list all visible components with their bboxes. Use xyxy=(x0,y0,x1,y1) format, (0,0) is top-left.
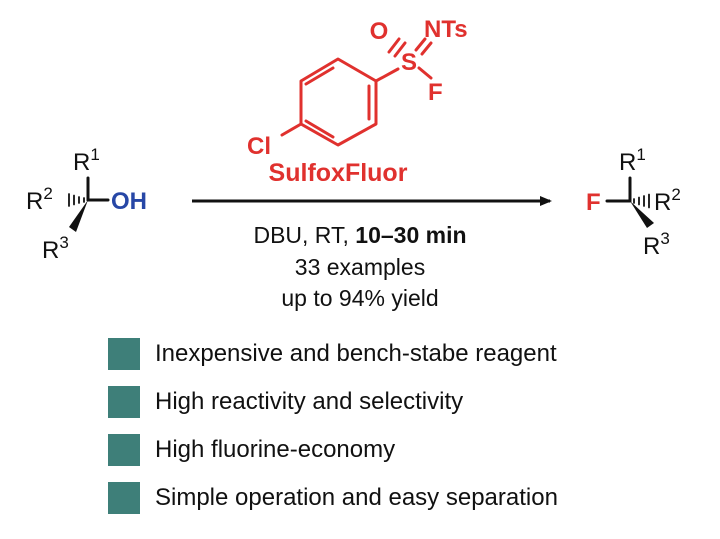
substrate-labels: R1 R2 R3 OH xyxy=(26,145,147,264)
feature-text: High reactivity and selectivity xyxy=(155,388,464,415)
hashed-wedge-bond xyxy=(633,193,650,209)
feature-text: Simple operation and easy separation xyxy=(155,484,558,511)
benzene-ring xyxy=(299,57,378,147)
hashed-wedge-bond xyxy=(68,193,85,207)
sulfur-atom-label: S xyxy=(401,49,417,76)
conditions-line: DBU, RT, 10–30 min xyxy=(253,222,466,248)
reaction-conditions: DBU, RT, 10–30 min 33 examples up to 94%… xyxy=(253,222,466,311)
reagent-structure xyxy=(280,37,433,147)
list-item: High fluorine-economy xyxy=(108,426,708,474)
list-item: Simple operation and easy separation xyxy=(108,474,708,522)
aromatic-bond xyxy=(304,119,335,139)
substrate-structure xyxy=(68,176,110,207)
hydroxyl-label: OH xyxy=(111,188,147,215)
bullet-square-icon xyxy=(108,338,140,370)
bold-wedge-bond xyxy=(630,201,654,228)
r1-label: R1 xyxy=(619,145,646,176)
ring-chlorine-bond xyxy=(280,122,303,137)
product-structure xyxy=(605,176,650,209)
bullet-square-icon xyxy=(108,434,140,466)
sulfur-oxygen-double-bond xyxy=(393,41,407,58)
reagent-name: SulfoxFluor xyxy=(269,159,408,187)
fluorine-atom-label: F xyxy=(428,79,443,106)
product-fluorine-label: F xyxy=(586,189,601,216)
bullet-square-icon xyxy=(108,386,140,418)
sulfur-oxygen-double-bond xyxy=(387,37,401,54)
sulfur-nitrogen-double-bond xyxy=(414,37,427,52)
reagent-labels: S O NTs F Cl SulfoxFluor xyxy=(247,16,468,187)
oxygen-atom-label: O xyxy=(370,18,389,45)
feature-text: Inexpensive and bench-stabe reagent xyxy=(155,340,557,367)
list-item: Inexpensive and bench-stabe reagent xyxy=(108,330,708,378)
list-item: High reactivity and selectivity xyxy=(108,378,708,426)
r3-label: R3 xyxy=(643,229,670,260)
r3-label: R3 xyxy=(42,233,69,264)
feature-list: Inexpensive and bench-stabe reagent High… xyxy=(108,330,708,522)
sulfur-fluorine-bond xyxy=(417,66,433,80)
product-labels: F R1 R2 R3 xyxy=(586,145,681,260)
r2-label: R2 xyxy=(26,184,53,215)
r2-label: R2 xyxy=(654,185,681,216)
feature-text: High fluorine-economy xyxy=(155,436,396,463)
aromatic-bond xyxy=(304,66,335,86)
nts-group-label: NTs xyxy=(424,16,468,43)
bold-wedge-bond xyxy=(69,200,88,232)
sulfur-nitrogen-double-bond xyxy=(420,41,433,56)
chlorine-atom-label: Cl xyxy=(247,133,271,160)
bullet-square-icon xyxy=(108,482,140,514)
ring-sulfur-bond xyxy=(374,67,400,83)
r1-label: R1 xyxy=(73,145,100,176)
examples-line: 33 examples xyxy=(295,254,425,280)
yield-line: up to 94% yield xyxy=(281,285,438,311)
